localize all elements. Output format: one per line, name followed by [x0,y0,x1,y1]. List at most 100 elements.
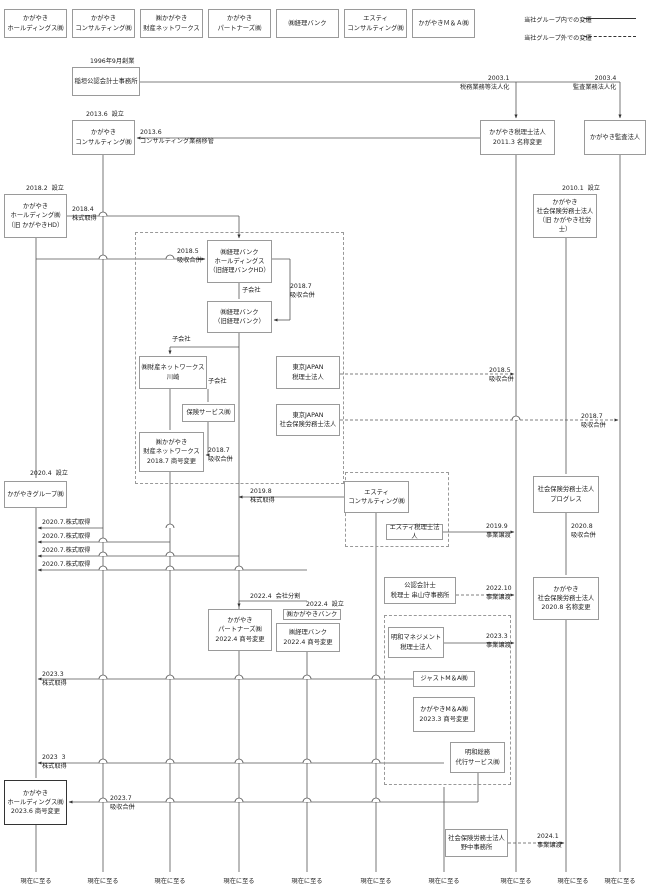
box-kagayaki-hd-old: かがやき ホールディング㈱ （旧 かがやきHD） [4,194,67,238]
box-meiwa-management: 明和マネジメント 税理士法人 [388,627,444,658]
label-2024-1: 2024.1 事業譲渡 [537,833,562,850]
box-esty-tax: エスティ税理士法人 [386,524,443,540]
line-crossing-hop [165,758,175,764]
line-crossing-hop [98,797,108,803]
label-2022-10: 2022.10 事業譲渡 [486,585,512,602]
label-2020-7-b: 2020.7.株式取得 [42,533,91,540]
box-sharoushi-renamed: かがやき 社会保険労務士法人 2020.8 名称変更 [533,577,599,620]
label-2018-2: 2018.2 設立 [26,185,64,192]
box-kagayaki-bank: ㈱かがやきバンク [283,609,341,620]
meiwa-group-region [384,615,511,785]
footer-col-5: 現在に至る [291,878,323,885]
label-2010-1: 2010.1 設立 [562,185,600,192]
line-crossing-hop [165,254,175,260]
line-crossing-hop [98,537,108,543]
header-kagayaki-ma: かがやきＭ＆Ａ㈱ [412,9,475,38]
footer-col-6: 現在に至る [360,878,392,885]
label-2018-7-a: 2018.7 吸収合併 [290,283,315,300]
label-2013-6-setsuritsu: 2013.6 設立 [86,111,124,118]
footer-col-7: 現在に至る [428,878,460,885]
header-keiri-bank: ㈱経理バンク [276,9,339,38]
label-kogaisha-3: 子会社 [208,378,227,385]
line-crossing-hop [165,565,175,571]
label-2020-7-d: 2020.7.株式取得 [42,561,91,568]
legend-solid-line [584,18,636,19]
line-crossing-hop [98,254,108,260]
label-founded-1996: 1996年9月創業 [90,58,135,65]
box-tokyo-japan-tax: 東京JAPAN 税理士法人 [276,356,340,389]
box-kagayaki-consulting: かがやき コンサルティング㈱ [72,120,135,155]
line-crossing-hop [98,758,108,764]
line-crossing-hop [165,797,175,803]
line-crossing-hop [371,758,381,764]
box-kagayaki-audit: かがやき監査法人 [584,120,646,155]
label-2018-4: 2018.4 株式取得 [72,206,97,223]
footer-col-3: 現在に至る [154,878,186,885]
line-crossing-hop [371,674,381,680]
box-keiri-bank-hd: ㈱経理バンク ホールディングス （旧経理バンクHD） [207,240,272,283]
box-progress: 社会保険労務士法人 プログレス [533,476,599,513]
box-koukin-kaikeishi-office: 公認会計士 税理士 串山守事務所 [384,577,456,604]
label-2023-3-c: 2023 3 株式取得 [42,754,67,771]
box-kagayaki-ma: かがやきM＆A㈱ 2023.3 商号変更 [413,697,475,732]
box-zaisan-kawasaki: ㈱財産ネットワークス 川崎 [139,356,207,389]
keiri-group-region [135,232,344,484]
line-crossing-hop [234,797,244,803]
box-kagayaki-tax: かがやき税理士法人 2011.3 名称変更 [480,120,555,155]
box-keiri-bank-new: ㈱経理バンク 2022.4 商号変更 [276,623,340,652]
header-kagayaki-holdings: かがやき ホールディングス㈱ [4,9,67,38]
label-kogaisha-2: 子会社 [172,336,191,343]
box-kagayaki-partners: かがやき パートナーズ㈱ 2022.4 商号変更 [208,609,272,651]
line-crossing-hop [98,551,108,557]
footer-col-8: 現在に至る [500,878,532,885]
line-crossing-hop [98,674,108,680]
header-zaisan-networks: ㈱かがやき 財産ネットワークス [140,9,203,38]
box-esty-consulting: エスティ コンサルティング㈱ [344,481,409,513]
header-kagayaki-consulting: かがやき コンサルティング㈱ [72,9,135,38]
box-just-ma: ジャストM＆A㈱ [413,671,475,687]
line-crossing-hop [234,674,244,680]
footer-col-2: 現在に至る [87,878,119,885]
label-2022-4-split: 2022.4 会社分割 [250,593,301,600]
label-2018-5-a: 2018.5 吸収合併 [177,248,202,265]
label-kogaisha-1: 子会社 [242,287,261,294]
footer-col-9: 現在に至る [557,878,589,885]
line-crossing-hop [511,415,521,421]
line-crossing-hop [98,565,108,571]
label-2020-4: 2020.4 設立 [30,470,68,477]
line-crossing-hop [302,674,312,680]
label-2003-1: 2003.1 税務業務等法人化 [460,75,510,92]
box-kagayaki-sharoushi: かがやき 社会保険労務士法人 （旧 かがやき社労士） [533,194,597,238]
line-crossing-hop [234,758,244,764]
box-kagayaki-group: かがやきグループ㈱ [4,481,67,508]
label-2019-8: 2019.8 株式取得 [250,488,275,505]
label-2003-4: 2003.4 監査業務法人化 [573,75,617,92]
box-inagaki-office: 稲垣公認会計士事務所 [72,67,140,96]
footer-col-1: 現在に至る [20,878,52,885]
box-zaisan-networks-new: ㈱かがやき 財産ネットワークス 2018.7 商号変更 [139,432,204,472]
label-2018-5-b: 2018.5 吸収合併 [489,367,514,384]
box-hoken-service: 保険サービス㈱ [182,404,235,422]
label-2018-7-b: 2018.7 吸収合併 [208,447,233,464]
label-2022-4-setsuritsu: 2022.4 設立 [306,601,344,608]
line-crossing-hop [302,797,312,803]
footer-col-10: 現在に至る [604,878,636,885]
line-crossing-hop [165,551,175,557]
legend-inside-label: 当社グループ内での変遷 [524,17,592,24]
box-tokyo-japan-sharoushi: 東京JAPAN 社会保険労務士法人 [276,404,340,436]
legend-dashed-line [584,36,636,37]
line-crossing-hop [98,211,108,217]
legend-outside-label: 当社グループ外での変遷 [524,35,592,42]
label-2013-6-transfer: 2013.6 コンサルティング業務移管 [140,129,214,146]
label-2020-8: 2020.8 吸収合併 [571,523,596,540]
footer-col-4: 現在に至る [223,878,255,885]
line-crossing-hop [165,523,175,529]
label-2020-7-c: 2020.7.株式取得 [42,547,91,554]
line-crossing-hop [234,565,244,571]
box-meiwa-soumu: 明和総務 代行サービス㈱ [450,742,505,773]
header-kagayaki-partners: かがやき パートナーズ㈱ [208,9,271,38]
line-crossing-hop [371,797,381,803]
line-crossing-hop [302,758,312,764]
